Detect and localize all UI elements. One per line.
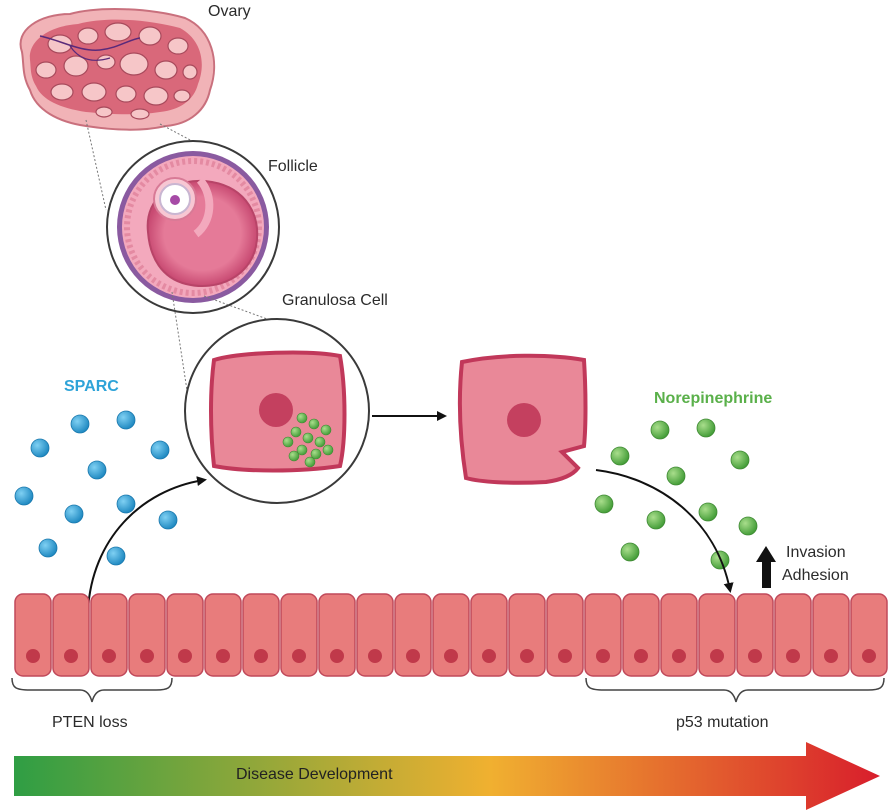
epithelial-nucleus (444, 649, 458, 663)
epithelial-nucleus (672, 649, 686, 663)
sparc-molecules (14, 410, 178, 566)
sparc-molecule (116, 410, 136, 430)
epithelial-cell (242, 593, 280, 677)
epithelial-cell (52, 593, 90, 677)
epithelial-nucleus (216, 649, 230, 663)
sparc-molecule (158, 510, 178, 530)
adhesion-label: Adhesion (782, 567, 849, 584)
norepinephrine-molecules (594, 418, 758, 570)
sparc-label: SPARC (64, 378, 119, 395)
sparc-molecule (38, 538, 58, 558)
epithelial-nucleus (482, 649, 496, 663)
epithelial-nucleus (596, 649, 610, 663)
epithelial-cell (546, 593, 584, 677)
norepinephrine-molecule (620, 542, 640, 562)
epithelial-cell (166, 593, 204, 677)
epithelial-cell (470, 593, 508, 677)
epithelial-nucleus (368, 649, 382, 663)
sparc-molecule (14, 486, 34, 506)
disease-development-label: Disease Development (236, 766, 393, 783)
epithelial-nucleus (292, 649, 306, 663)
epithelial-nucleus (64, 649, 78, 663)
epithelium-cell-layer (14, 593, 888, 677)
norepinephrine-molecule (594, 494, 614, 514)
epithelial-nucleus (178, 649, 192, 663)
epithelial-cell (90, 593, 128, 677)
pten-loss-brace (11, 677, 173, 703)
epithelial-nucleus (786, 649, 800, 663)
epithelial-cell (850, 593, 888, 677)
damaged-granulosa-cell (457, 353, 588, 485)
epithelial-nucleus (140, 649, 154, 663)
norepinephrine-curved-arrow (595, 469, 734, 593)
norepinephrine-molecule (738, 516, 758, 536)
norepinephrine-molecule (730, 450, 750, 470)
norepinephrine-molecule (650, 420, 670, 440)
epithelial-nucleus (824, 649, 838, 663)
epithelial-cell (280, 593, 318, 677)
granulosa-cell-label: Granulosa Cell (282, 292, 388, 309)
sparc-molecule (106, 546, 126, 566)
epithelial-nucleus (102, 649, 116, 663)
follicle-illustration (106, 140, 280, 314)
epithelial-nucleus (558, 649, 572, 663)
epithelial-cell (204, 593, 242, 677)
disease-development-arrow (14, 742, 880, 810)
sparc-molecule (70, 414, 90, 434)
epithelial-cell (14, 593, 52, 677)
ovary-label: Ovary (208, 3, 251, 20)
epithelial-cell (736, 593, 774, 677)
ovary-illustration (19, 8, 216, 131)
epithelial-cell (432, 593, 470, 677)
p53-mutation-brace (585, 677, 885, 703)
epithelial-nucleus (520, 649, 534, 663)
epithelial-cell (660, 593, 698, 677)
sparc-molecule (64, 504, 84, 524)
follicle-label: Follicle (268, 158, 318, 175)
invasion-label: Invasion (786, 544, 846, 561)
epithelial-cell (698, 593, 736, 677)
epithelial-cell (318, 593, 356, 677)
norepinephrine-label: Norepinephrine (654, 390, 773, 407)
epithelial-cell (394, 593, 432, 677)
epithelial-cell (128, 593, 166, 677)
epithelial-cell (356, 593, 394, 677)
norepinephrine-molecule (696, 418, 716, 438)
epithelial-cell (812, 593, 850, 677)
epithelial-nucleus (710, 649, 724, 663)
sparc-molecule (150, 440, 170, 460)
pten-curved-arrow (87, 476, 207, 611)
epithelial-cell (508, 593, 546, 677)
epithelial-nucleus (406, 649, 420, 663)
granulosa-cell-circle (184, 318, 370, 504)
epithelial-cell (774, 593, 812, 677)
epithelial-nucleus (862, 649, 876, 663)
pten-loss-label: PTEN loss (52, 714, 128, 731)
sparc-molecule (87, 460, 107, 480)
granulosa-granules (282, 412, 334, 468)
epithelial-nucleus (748, 649, 762, 663)
epithelial-nucleus (254, 649, 268, 663)
sparc-molecule (116, 494, 136, 514)
norepinephrine-molecule (666, 466, 686, 486)
p53-mutation-label: p53 mutation (676, 714, 769, 731)
norepinephrine-molecule (610, 446, 630, 466)
epithelial-cell (584, 593, 622, 677)
invasion-up-arrow (756, 546, 776, 588)
epithelial-nucleus (26, 649, 40, 663)
epithelial-nucleus (634, 649, 648, 663)
norepinephrine-molecule (698, 502, 718, 522)
norepinephrine-molecule (646, 510, 666, 530)
epithelial-nucleus (330, 649, 344, 663)
sparc-molecule (30, 438, 50, 458)
epithelial-cell (622, 593, 660, 677)
